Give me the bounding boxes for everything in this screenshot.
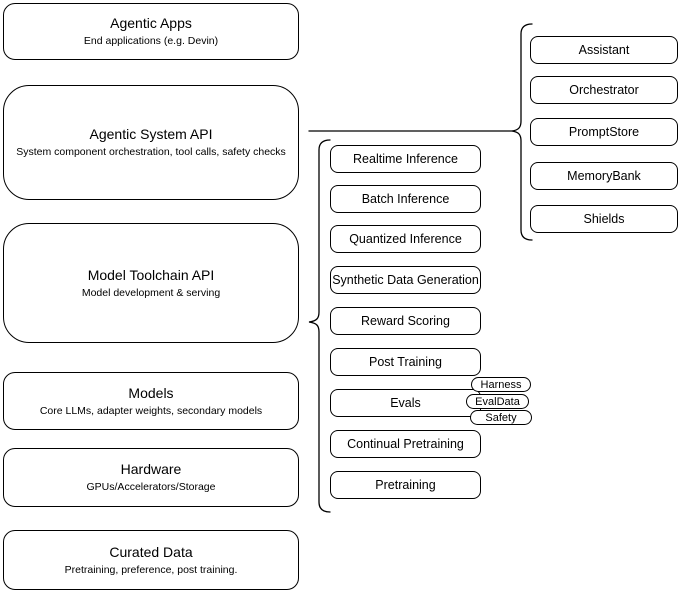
tag-evaldata: EvalData [466, 394, 529, 409]
node-title: Agentic Apps [110, 15, 192, 31]
tag-safety: Safety [470, 410, 532, 425]
node-title: Model Toolchain API [87, 266, 215, 283]
node-agentic-apps: Agentic Apps End applications (e.g. Devi… [3, 3, 299, 60]
tag-harness: Harness [471, 377, 531, 392]
node-hardware: Hardware GPUs/Accelerators/Storage [3, 448, 299, 507]
node-promptstore: PromptStore [530, 118, 678, 146]
node-subtitle: End applications (e.g. Devin) [83, 35, 219, 47]
node-orchestrator: Orchestrator [530, 76, 678, 104]
node-title: Agentic System API [89, 126, 213, 142]
node-evals: Evals [330, 389, 481, 417]
node-pretraining: Pretraining [330, 471, 481, 499]
node-quantized-inference: Quantized Inference [330, 225, 481, 253]
node-subtitle: System component orchestration, tool cal… [16, 146, 286, 158]
node-model-toolchain-api: Model Toolchain API Model development & … [3, 223, 299, 343]
node-assistant: Assistant [530, 36, 678, 64]
node-shields: Shields [530, 205, 678, 233]
node-synthetic-data-generation: Synthetic Data Generation [330, 266, 481, 294]
node-reward-scoring: Reward Scoring [330, 307, 481, 335]
node-subtitle: Model development & serving [81, 286, 221, 299]
system-components-brace [511, 23, 533, 241]
node-subtitle: GPUs/Accelerators/Storage [86, 481, 216, 493]
node-agentic-system-api: Agentic System API System component orch… [3, 85, 299, 200]
node-realtime-inference: Realtime Inference [330, 145, 481, 173]
node-post-training: Post Training [330, 348, 481, 376]
node-subtitle: Pretraining, preference, post training. [64, 563, 238, 576]
node-title: Hardware [120, 461, 182, 477]
node-memorybank: MemoryBank [530, 162, 678, 190]
node-continual-pretraining: Continual Pretraining [330, 430, 481, 458]
node-title: Curated Data [109, 543, 193, 560]
node-batch-inference: Batch Inference [330, 185, 481, 213]
node-subtitle: Core LLMs, adapter weights, secondary mo… [39, 404, 263, 417]
toolchain-brace [308, 139, 331, 513]
node-models: Models Core LLMs, adapter weights, secon… [3, 372, 299, 430]
node-curated-data: Curated Data Pretraining, preference, po… [3, 530, 299, 590]
node-title: Models [128, 384, 174, 401]
